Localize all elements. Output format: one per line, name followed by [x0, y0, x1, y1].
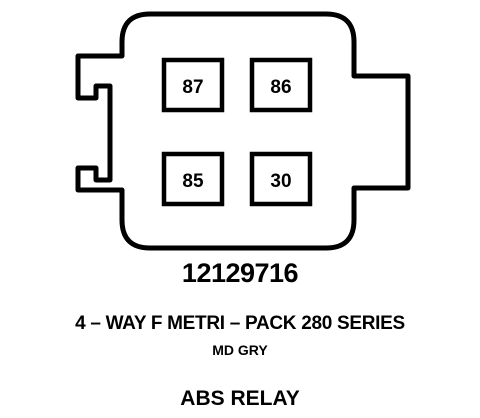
terminal-30-cavity [249, 151, 313, 207]
part-number: 12129716 [181, 258, 299, 288]
terminal-85-label: 85 [182, 171, 204, 192]
terminal-85-cavity [161, 151, 225, 207]
connector-description: 4 – WAY F METRI – PACK 280 SERIES [75, 313, 405, 334]
terminal-86: 86 [249, 57, 313, 113]
terminal-85: 85 [161, 151, 225, 207]
connector-housing [75, 11, 411, 251]
color-code: MD GRY [212, 342, 268, 358]
terminal-87-label: 87 [182, 77, 203, 98]
terminal-30: 30 [249, 151, 313, 207]
terminal-87-cavity [161, 57, 225, 113]
connector-diagram: 87 86 85 30 [75, 11, 411, 251]
terminal-86-cavity [249, 57, 313, 113]
component-name: ABS RELAY [180, 387, 300, 410]
terminal-86-label: 86 [270, 77, 291, 98]
terminal-87: 87 [161, 57, 225, 113]
terminal-30-label: 30 [270, 171, 291, 192]
